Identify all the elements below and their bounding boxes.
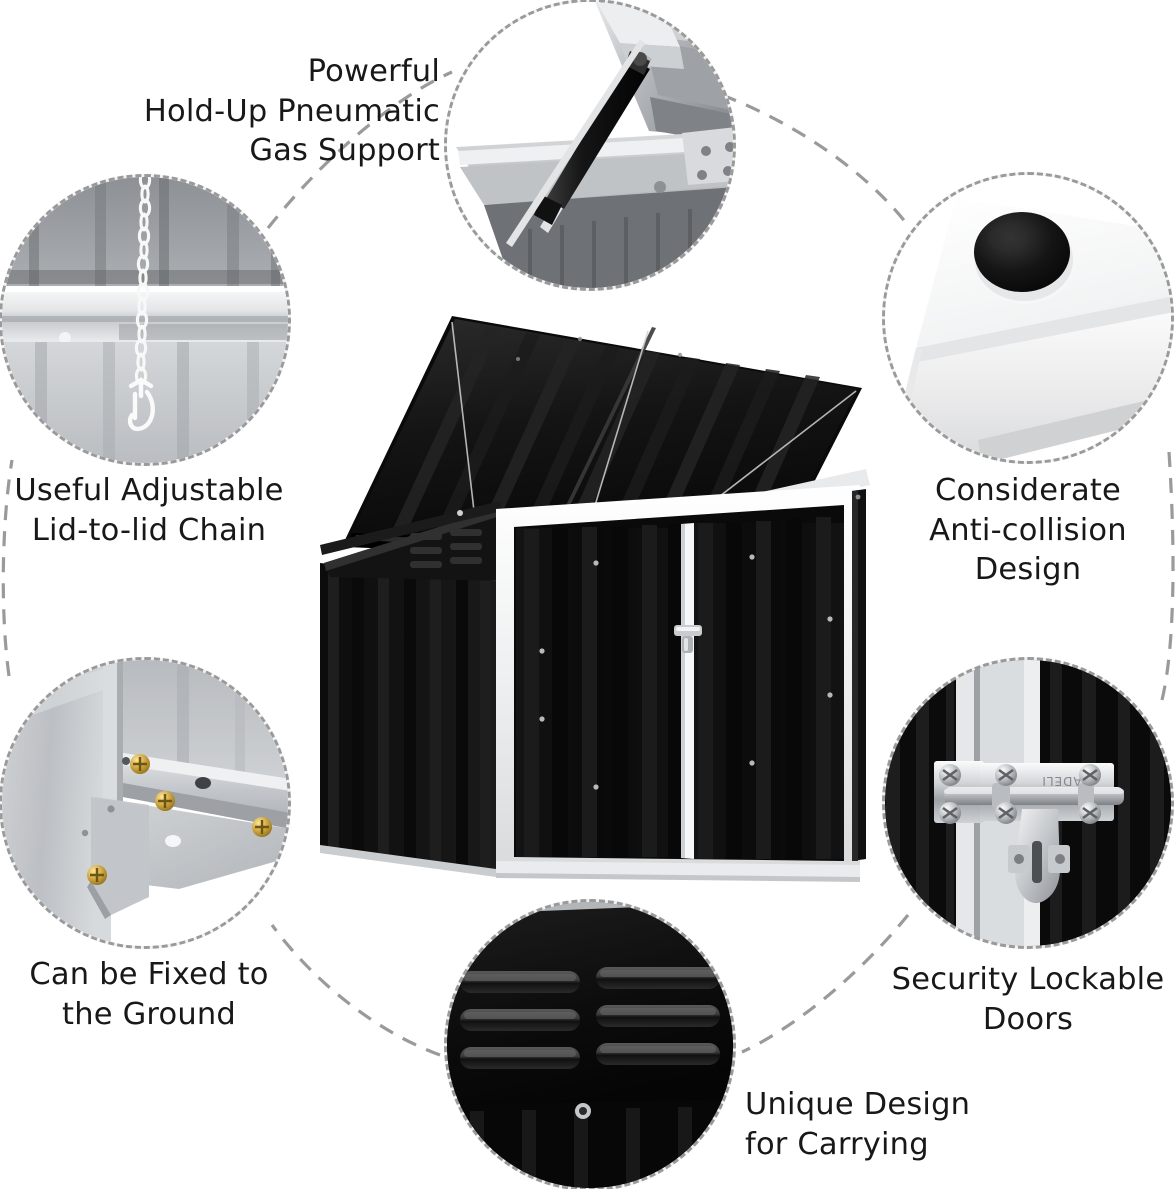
connector-gas-to-anticollision [721,93,912,229]
caption-gas-support: Powerful Hold-Up Pneumatic Gas Support [143,54,440,169]
caption-ground-fixing: Can be Fixed to the Ground [29,957,269,1032]
ground-anchor-bracket-photo [2,660,288,946]
feature-circle-ground-fixing [0,657,291,949]
caption-lockable-doors: Security Lockable Doors [891,962,1165,1037]
slide-bolt-lock-photo: JIADELI [885,660,1171,946]
feature-circle-lockable-doors: JIADELI [882,657,1174,949]
connector-carry-to-ground [270,924,441,1057]
caption-lid-chain: Useful Adjustable Lid-to-lid Chain [14,473,284,548]
carry-handle-louvers-photo [447,902,733,1188]
anti-collision-bumper-photo [885,175,1171,461]
lid-to-lid-chain-photo [2,177,288,463]
feature-circle-lid-chain [0,174,291,466]
door-latch-hardware [674,625,702,653]
caption-carry-handles: Unique Design for Carrying [745,1087,971,1162]
feature-circle-carry-handles [444,899,736,1189]
product-image [300,295,880,895]
pneumatic-gas-strut-photo [447,2,733,288]
horizontal-metal-storage-shed-illustration [320,316,870,882]
feature-circle-gas-support [444,0,736,291]
feature-circle-anti-collision [882,172,1174,464]
caption-anti-collision: Considerate Anti-collision Design [929,473,1127,588]
